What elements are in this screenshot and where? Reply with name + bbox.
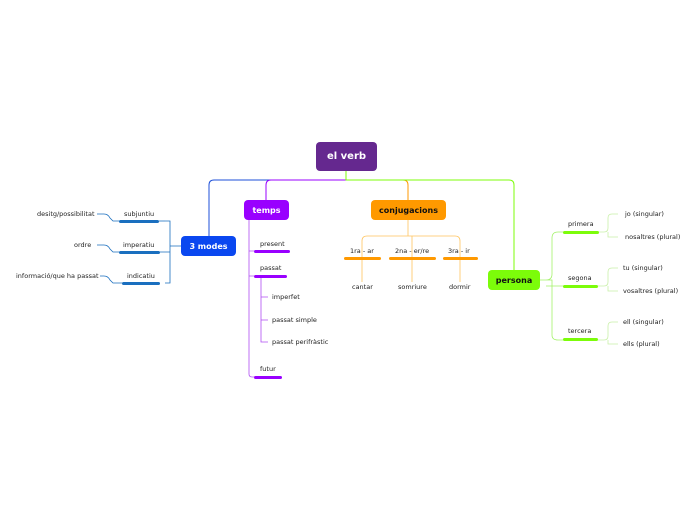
- item-3ra-ir[interactable]: 3ra - ir: [448, 247, 470, 255]
- item-nosaltres-plural[interactable]: nosaltres (plural): [625, 233, 681, 241]
- item-jo-singular[interactable]: jo (singular): [625, 210, 664, 218]
- item-1ra-ar[interactable]: 1ra - ar: [350, 247, 374, 255]
- item-2na-er-re-bar: [389, 257, 436, 260]
- item-imperatiu-bar: [119, 251, 160, 254]
- desc-imperatiu[interactable]: ordre: [74, 241, 92, 249]
- item-indicatiu[interactable]: indicatiu: [127, 272, 155, 280]
- connector-conj-examples: [361, 260, 461, 282]
- connector-passat-children: [260, 277, 268, 343]
- item-tercera[interactable]: tercera: [568, 327, 592, 335]
- item-present[interactable]: present: [260, 240, 285, 248]
- root-node[interactable]: el verb: [316, 142, 377, 171]
- item-passat[interactable]: passat: [260, 264, 282, 272]
- item-imperatiu[interactable]: imperatiu: [123, 241, 155, 249]
- example-cantar[interactable]: cantar: [352, 283, 373, 291]
- item-subjuntiu-bar: [119, 220, 159, 223]
- item-primera-bar: [563, 231, 599, 234]
- node-conjugacions[interactable]: conjugacions: [371, 200, 446, 220]
- item-imperfet[interactable]: imperfet: [272, 293, 300, 301]
- item-vosaltres-plural[interactable]: vosaltres (plural): [623, 287, 679, 295]
- connector-desc-subjuntiu: [97, 213, 119, 222]
- item-passat-bar: [254, 275, 287, 278]
- node-persona[interactable]: persona: [488, 270, 540, 290]
- item-indicatiu-bar: [122, 282, 160, 285]
- connector-root-persona: [345, 171, 515, 270]
- item-2na-er-re[interactable]: 2na - er/re: [395, 247, 430, 255]
- item-passat-perifrastic[interactable]: passat perifràstic: [272, 338, 329, 346]
- item-tercera-bar: [563, 338, 598, 341]
- item-tu-singular[interactable]: tu (singular): [623, 264, 663, 272]
- item-passat-simple[interactable]: passat simple: [272, 316, 317, 324]
- item-subjuntiu[interactable]: subjuntiu: [124, 210, 155, 218]
- item-ells-plural[interactable]: ells (plural): [623, 340, 660, 348]
- item-futur[interactable]: futur: [260, 365, 276, 373]
- connector-desc-imperatiu: [97, 244, 119, 253]
- node-3-modes[interactable]: 3 modes: [181, 236, 236, 256]
- connector-segona-children: [598, 267, 618, 292]
- example-dormir[interactable]: dormir: [449, 283, 471, 291]
- item-present-bar: [254, 250, 290, 253]
- connector-modes-items: [160, 220, 181, 284]
- node-temps[interactable]: temps: [244, 200, 289, 220]
- connector-desc-indicatiu: [100, 275, 122, 284]
- item-1ra-ar-bar: [344, 257, 381, 260]
- item-futur-bar: [254, 376, 282, 379]
- example-somriure[interactable]: somriure: [398, 283, 427, 291]
- connector-conj-items: [361, 220, 461, 258]
- item-3ra-ir-bar: [443, 257, 478, 260]
- item-primera[interactable]: primera: [568, 220, 594, 228]
- connector-tercera-children: [598, 321, 618, 345]
- connector-persona-items: [540, 231, 563, 341]
- connector-primera-children: [598, 213, 618, 238]
- item-ell-singular[interactable]: ell (singular): [623, 318, 664, 326]
- connector-temps-items: [248, 220, 256, 378]
- item-segona-bar: [563, 285, 598, 288]
- item-segona[interactable]: segona: [568, 274, 592, 282]
- connector-root-modes: [208, 171, 347, 236]
- connector-root-temps: [265, 171, 347, 200]
- desc-subjuntiu[interactable]: desitg/possibilitat: [37, 210, 95, 218]
- connector-root-conj: [345, 171, 409, 200]
- desc-indicatiu[interactable]: informació/que ha passat: [16, 272, 99, 280]
